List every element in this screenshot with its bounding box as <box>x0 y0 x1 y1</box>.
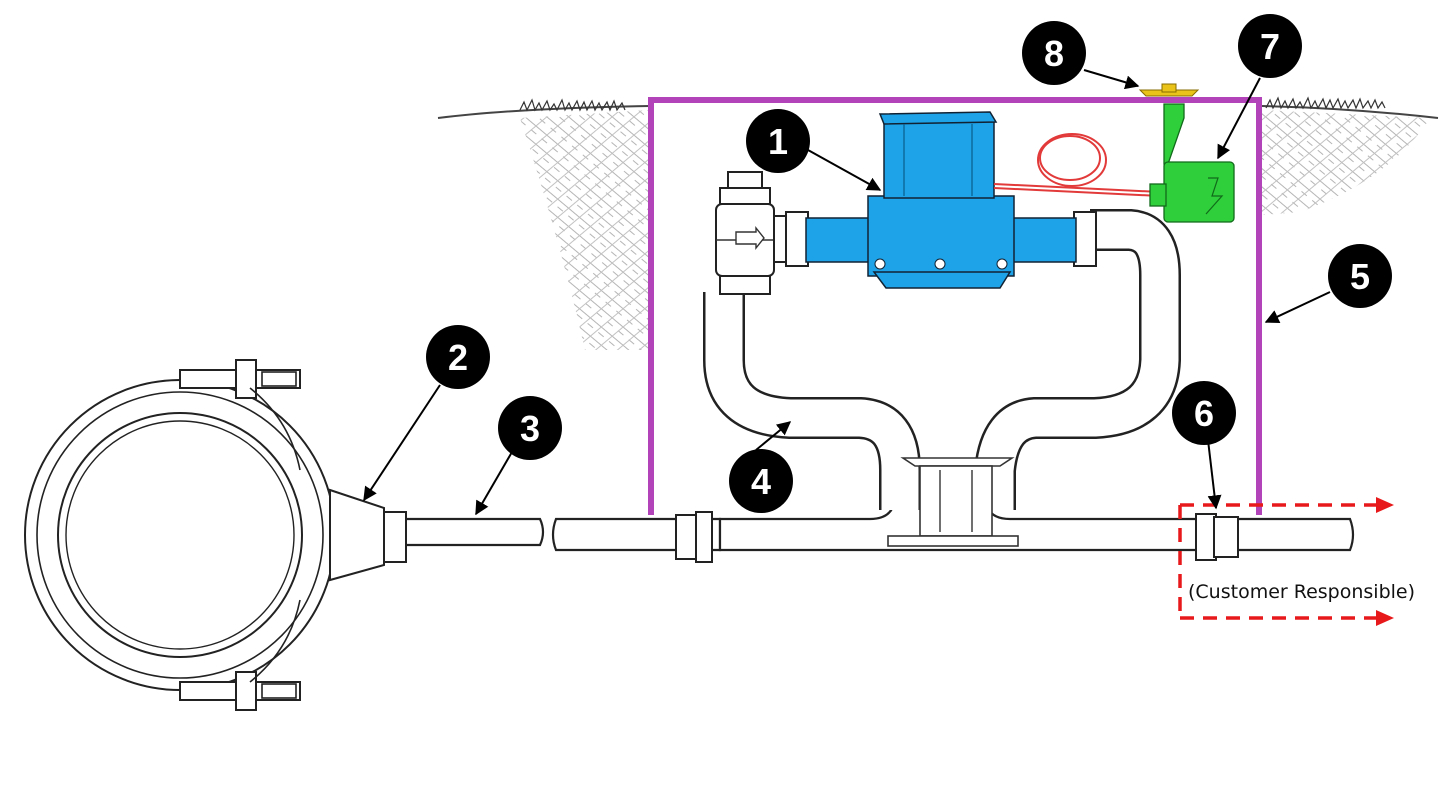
coupling-nut-left <box>675 511 713 563</box>
callout-1: 1 <box>746 109 810 173</box>
svg-text:7: 7 <box>1260 26 1280 67</box>
callout-3: 3 <box>498 396 562 460</box>
callout-5: 5 <box>1328 244 1392 308</box>
pipe-saddle-icon <box>24 359 385 711</box>
radio-transmitter-icon <box>1149 103 1235 223</box>
svg-text:8: 8 <box>1044 33 1064 74</box>
callout-leaders <box>363 69 1331 516</box>
ground <box>437 96 1439 119</box>
meter-box <box>648 97 1262 515</box>
callout-8: 8 <box>1022 21 1086 85</box>
svg-text:1: 1 <box>768 121 788 162</box>
svg-text:6: 6 <box>1194 393 1214 434</box>
svg-text:3: 3 <box>520 408 540 449</box>
coupling-nut-saddle <box>383 511 407 563</box>
svg-text:4: 4 <box>751 461 771 502</box>
water-meter-icon <box>805 111 1077 289</box>
svg-text:2: 2 <box>448 337 468 378</box>
callout-2: 2 <box>426 325 490 389</box>
svg-text:5: 5 <box>1350 256 1370 297</box>
transmitter-wire <box>993 133 1161 197</box>
soil-hatching <box>520 110 1430 350</box>
customer-responsible-note: (Customer Responsible) <box>1188 581 1415 603</box>
lid-icon <box>1138 83 1200 97</box>
callout-4: 4 <box>729 449 793 513</box>
valve-icon <box>715 171 1097 295</box>
callout-6: 6 <box>1172 381 1236 445</box>
coupling-nut-right <box>1195 513 1239 561</box>
meter-setter <box>703 209 1181 547</box>
callout-7: 7 <box>1238 14 1302 78</box>
